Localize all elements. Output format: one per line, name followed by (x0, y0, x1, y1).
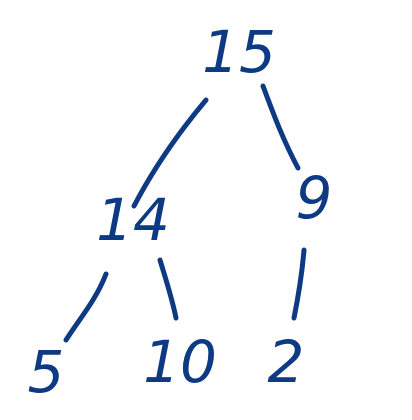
node-right: 9 (296, 164, 333, 232)
edge-14-to-5 (63, 271, 109, 343)
edge-14-to-10 (157, 257, 179, 321)
node-left-left: 5 (28, 338, 65, 406)
edge-15-to-14 (131, 97, 209, 209)
node-right-left: 2 (268, 328, 305, 396)
node-left: 14 (96, 186, 170, 254)
node-left-right: 10 (143, 328, 217, 396)
node-root: 15 (202, 18, 276, 86)
edge-9-to-2 (291, 247, 307, 321)
edge-15-to-9 (260, 83, 301, 171)
